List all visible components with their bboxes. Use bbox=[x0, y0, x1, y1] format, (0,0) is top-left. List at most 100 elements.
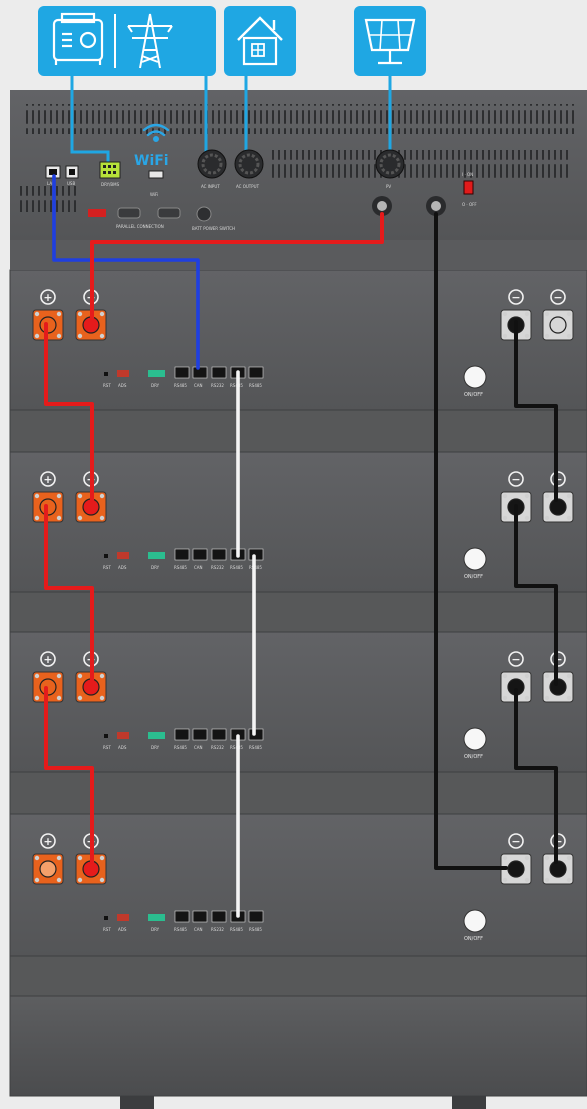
onoff-button[interactable] bbox=[463, 365, 487, 389]
battery-port-label: DRY bbox=[151, 745, 160, 750]
rs485-port[interactable] bbox=[174, 548, 190, 561]
dry-contact-port[interactable] bbox=[148, 732, 165, 739]
onoff-label: ON/OFF bbox=[464, 574, 483, 580]
red-main-cable bbox=[90, 212, 384, 320]
dry-contact-port[interactable] bbox=[148, 914, 165, 921]
battery-port-label: RS485 bbox=[230, 565, 243, 570]
parallel-db-port-1[interactable] bbox=[117, 207, 141, 219]
address-dip-switch[interactable] bbox=[117, 914, 129, 921]
plus-symbol-icon: + bbox=[40, 833, 56, 849]
battery-port-label: ADS bbox=[118, 565, 127, 570]
cabinet-base bbox=[9, 995, 587, 1097]
svg-text:−: − bbox=[553, 291, 562, 304]
inverter-vent-right bbox=[270, 150, 570, 180]
reset-button[interactable] bbox=[104, 372, 108, 376]
battery-module-1 bbox=[9, 269, 587, 411]
battery-port-label: RS485 bbox=[174, 383, 187, 388]
rs485-port-b[interactable] bbox=[248, 910, 264, 923]
reset-button[interactable] bbox=[104, 734, 108, 738]
switch-off-label: O · OFF bbox=[462, 202, 477, 207]
svg-text:+: + bbox=[43, 835, 52, 848]
rs485-port[interactable] bbox=[174, 366, 190, 379]
black-main-cable bbox=[434, 212, 508, 870]
switch-on-label: I · ON bbox=[462, 172, 473, 177]
battery-port-label: RS485 bbox=[249, 745, 262, 750]
red-link-3 bbox=[44, 686, 94, 864]
can-port[interactable] bbox=[192, 728, 208, 741]
parallel-db-port-2[interactable] bbox=[157, 207, 181, 219]
battery-module-3-footer bbox=[9, 771, 587, 815]
battery-port-label: RS485 bbox=[249, 383, 262, 388]
battery-port-label: RST bbox=[103, 565, 111, 570]
address-dip-switch[interactable] bbox=[117, 370, 129, 377]
address-dip-switch[interactable] bbox=[117, 552, 129, 559]
dry-contact-port[interactable] bbox=[148, 370, 165, 377]
battery-port-label: CAN bbox=[194, 383, 203, 388]
can-port[interactable] bbox=[192, 366, 208, 379]
wifi-icon bbox=[142, 123, 170, 142]
cabinet-foot-right bbox=[452, 1096, 486, 1109]
svg-text:−: − bbox=[511, 291, 520, 304]
rs232-port[interactable] bbox=[211, 366, 227, 379]
ac-input-label: AC INPUT bbox=[201, 184, 220, 189]
generator-grid-icon bbox=[38, 6, 216, 76]
battery-module-2-footer bbox=[9, 591, 587, 633]
onoff-button[interactable] bbox=[463, 727, 487, 751]
gap-strip bbox=[10, 240, 587, 270]
battery-port-label: RS232 bbox=[211, 565, 224, 570]
rs485-port[interactable] bbox=[174, 910, 190, 923]
minus-symbol-icon: − bbox=[508, 833, 524, 849]
inverter-battery-neg-terminal bbox=[426, 196, 446, 216]
rs232-port[interactable] bbox=[211, 548, 227, 561]
battery-power-button[interactable] bbox=[196, 206, 212, 222]
negative-terminal-black-2[interactable] bbox=[542, 309, 574, 341]
battery-port-label: RS485 bbox=[174, 927, 187, 932]
positive-terminal[interactable] bbox=[32, 853, 64, 885]
negative-terminal-black[interactable] bbox=[500, 853, 532, 885]
dry-contact-port[interactable] bbox=[148, 552, 165, 559]
rs485-port[interactable] bbox=[174, 728, 190, 741]
onoff-button[interactable] bbox=[463, 547, 487, 571]
reset-button[interactable] bbox=[104, 916, 108, 920]
plus-symbol-icon: + bbox=[40, 289, 56, 305]
inverter-ports: WiFi LAN USB DRY/BMS WiFi AC INPUT AC OU… bbox=[45, 123, 477, 231]
svg-text:+: + bbox=[43, 473, 52, 486]
minus-symbol-icon: − bbox=[508, 471, 524, 487]
svg-text:+: + bbox=[43, 653, 52, 666]
battery-port-label: RS485 bbox=[174, 745, 187, 750]
rs232-port[interactable] bbox=[211, 910, 227, 923]
wifi-usb-port[interactable] bbox=[148, 170, 164, 179]
power-switch[interactable] bbox=[463, 180, 474, 195]
wifi-label: WiFi bbox=[134, 153, 169, 169]
cabinet bbox=[9, 90, 587, 1109]
rs485-port-b[interactable] bbox=[248, 548, 264, 561]
minus-symbol-icon: − bbox=[550, 289, 566, 305]
battery-port-label: CAN bbox=[194, 927, 203, 932]
negative-terminal-black-2[interactable] bbox=[542, 853, 574, 885]
lan-port-label: LAN bbox=[47, 181, 55, 186]
dry-bms-connector[interactable] bbox=[99, 161, 121, 179]
battery-port-label: ADS bbox=[118, 383, 127, 388]
rs485-port-b[interactable] bbox=[248, 728, 264, 741]
rs232-port[interactable] bbox=[211, 728, 227, 741]
onoff-label: ON/OFF bbox=[464, 936, 483, 942]
negative-terminal-red[interactable] bbox=[75, 853, 107, 885]
inverter-battery-pos-terminal bbox=[372, 196, 392, 216]
address-dip-switch[interactable] bbox=[117, 732, 129, 739]
onoff-button[interactable] bbox=[463, 909, 487, 933]
minus-symbol-icon: − bbox=[508, 651, 524, 667]
can-port[interactable] bbox=[192, 548, 208, 561]
negative-terminal-red[interactable] bbox=[75, 671, 107, 703]
black-link-2 bbox=[514, 504, 558, 686]
onoff-label: ON/OFF bbox=[464, 392, 483, 398]
battery-port-label: RS232 bbox=[211, 383, 224, 388]
reset-button[interactable] bbox=[104, 554, 108, 558]
usb-port-label: USB bbox=[67, 181, 75, 186]
rs485-port-b[interactable] bbox=[248, 366, 264, 379]
red-link-1 bbox=[44, 322, 94, 502]
dip-switch[interactable] bbox=[88, 209, 106, 217]
can-port[interactable] bbox=[192, 910, 208, 923]
negative-terminal-black[interactable] bbox=[500, 671, 532, 703]
